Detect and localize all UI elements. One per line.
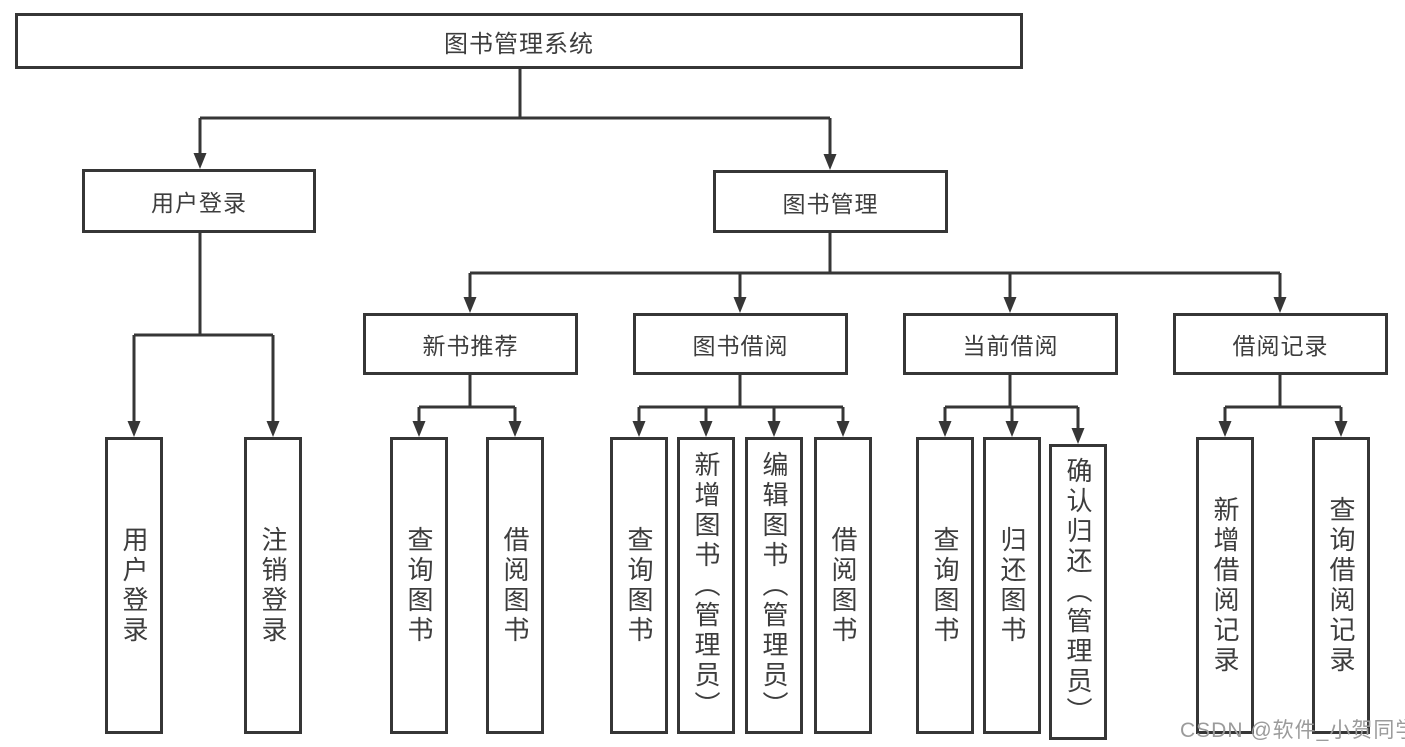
leaf-recommend-query-books-label: 查询图书 (404, 525, 434, 646)
leaf-borrow-add-books-admin-label: 新增图书（管理员） (691, 450, 721, 721)
leaf-current-query-books-label: 查询图书 (930, 525, 960, 646)
leaf-logout: 注销登录 (244, 437, 302, 734)
node-new-book-recommend-label: 新书推荐 (422, 333, 519, 359)
connector-login-to-leaves (127, 233, 280, 437)
node-book-management: 图书管理 (713, 170, 948, 233)
leaf-records-query-record-label: 查询借阅记录 (1326, 495, 1356, 676)
connector-mgmt-to-level3 (463, 233, 1287, 313)
node-user-login: 用户登录 (82, 169, 316, 233)
leaf-recommend-borrow-books-label: 借阅图书 (500, 525, 530, 646)
node-current-borrow-label: 当前借阅 (962, 333, 1059, 359)
leaf-borrow-add-books-admin: 新增图书（管理员） (677, 437, 735, 734)
leaf-current-return-books: 归还图书 (983, 437, 1041, 734)
leaf-current-return-books-label: 归还图书 (997, 525, 1027, 646)
leaf-current-confirm-return-admin: 确认归还（管理员） (1049, 444, 1107, 740)
leaf-logout-label: 注销登录 (258, 525, 288, 646)
node-new-book-recommend: 新书推荐 (363, 313, 578, 375)
connector-root-to-level2 (193, 68, 837, 170)
leaf-current-query-books: 查询图书 (916, 437, 974, 734)
connector-current-to-leaves (938, 375, 1085, 444)
leaf-borrow-query-books-label: 查询图书 (624, 525, 654, 646)
connector-recommend-to-leaves (412, 375, 522, 437)
leaf-current-confirm-return-admin-label: 确认归还（管理员） (1063, 457, 1093, 727)
leaf-user-login: 用户登录 (105, 437, 163, 734)
csdn-watermark: CSDN @软件_小贺同学 (1180, 719, 1405, 742)
connector-borrow-to-leaves (632, 375, 850, 437)
leaf-user-login-label: 用户登录 (119, 525, 149, 646)
node-root-system: 图书管理系统 (15, 13, 1023, 69)
node-root-label: 图书管理系统 (444, 30, 594, 58)
leaf-borrow-borrow-books-label: 借阅图书 (828, 525, 858, 646)
leaf-records-query-record: 查询借阅记录 (1312, 437, 1370, 734)
leaf-records-add-record: 新增借阅记录 (1196, 437, 1254, 734)
leaf-recommend-borrow-books: 借阅图书 (486, 437, 544, 734)
leaf-borrow-query-books: 查询图书 (610, 437, 668, 734)
leaf-borrow-edit-books-admin-label: 编辑图书（管理员） (759, 450, 789, 721)
node-borrow-records: 借阅记录 (1173, 313, 1388, 375)
node-book-borrow-label: 图书借阅 (692, 333, 789, 359)
leaf-borrow-borrow-books: 借阅图书 (814, 437, 872, 734)
leaf-borrow-edit-books-admin: 编辑图书（管理员） (745, 437, 803, 734)
node-book-borrow: 图书借阅 (633, 313, 848, 375)
leaf-records-add-record-label: 新增借阅记录 (1210, 495, 1240, 676)
leaf-recommend-query-books: 查询图书 (390, 437, 448, 734)
node-current-borrow: 当前借阅 (903, 313, 1118, 375)
node-user-login-label: 用户登录 (151, 190, 247, 216)
node-book-management-label: 图书管理 (782, 190, 879, 217)
node-borrow-records-label: 借阅记录 (1232, 333, 1329, 359)
connector-records-to-leaves (1218, 375, 1348, 437)
